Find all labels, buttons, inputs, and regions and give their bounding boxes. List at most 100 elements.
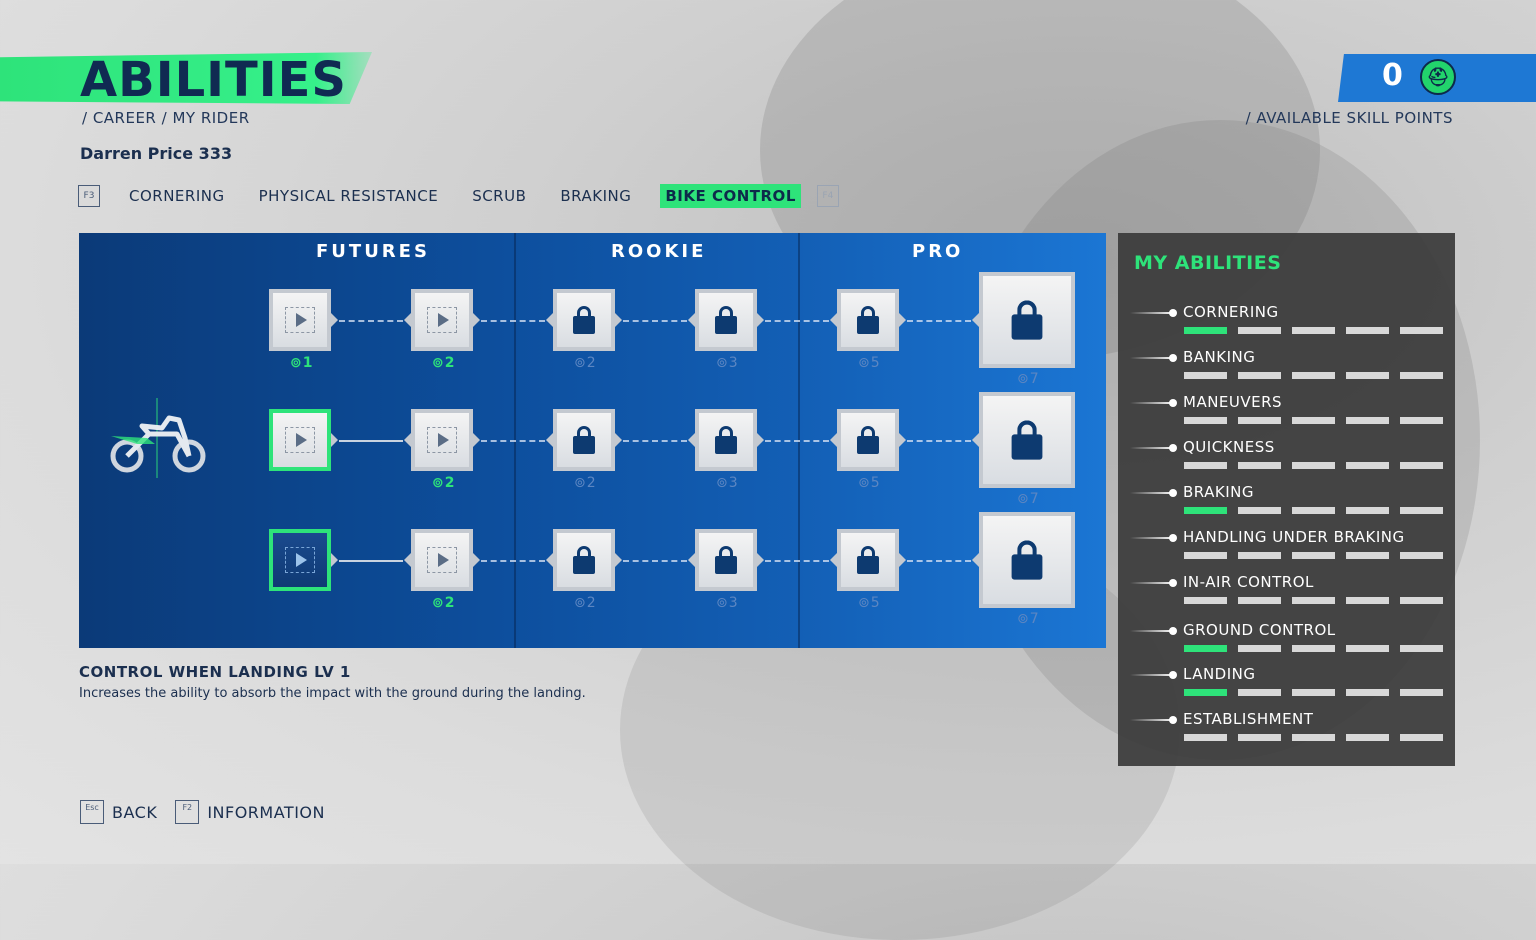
ability-label: LANDING	[1183, 665, 1256, 683]
tree-link	[623, 440, 687, 442]
level-segment	[1184, 645, 1227, 652]
bullet-icon	[1130, 489, 1177, 497]
tree-link	[765, 560, 829, 562]
ability-row: BANKING	[1130, 348, 1450, 388]
ability-level-bar	[1184, 689, 1443, 696]
skill-node-r2-c3[interactable]	[546, 409, 622, 471]
skill-point-icon: ⊚	[574, 595, 587, 611]
skill-node-r3-c5[interactable]	[830, 529, 906, 591]
level-segment	[1184, 507, 1227, 514]
bullet-icon	[1130, 579, 1177, 587]
skill-node-r2-c6[interactable]	[972, 392, 1075, 488]
skill-node-r3-c1[interactable]	[269, 529, 338, 591]
skill-point-icon: ⊚	[858, 355, 871, 371]
level-segment	[1400, 327, 1443, 334]
skill-node-r1-c2[interactable]	[404, 289, 480, 351]
level-segment	[1346, 507, 1389, 514]
skill-node-r3-c6[interactable]	[972, 512, 1075, 608]
back-button[interactable]: BACK	[112, 802, 158, 822]
skill-point-icon: ⊚	[574, 355, 587, 371]
skill-point-icon: ⊚	[290, 355, 303, 371]
level-segment	[1292, 734, 1335, 741]
skill-cost: ⊚2	[574, 475, 597, 491]
level-segment	[1400, 734, 1443, 741]
tab-scrub[interactable]: SCRUB	[472, 187, 527, 205]
skill-node-r1-c3[interactable]	[546, 289, 622, 351]
skill-node-r3-c2[interactable]	[404, 529, 480, 591]
ability-row: QUICKNESS	[1130, 438, 1450, 478]
selected-ability-title: CONTROL WHEN LANDING LV 1	[79, 663, 351, 681]
prev-tab-key[interactable]: F3	[78, 185, 100, 207]
information-button[interactable]: INFORMATION	[207, 802, 325, 822]
f2-key[interactable]: F2	[175, 800, 200, 824]
skill-cost: ⊚2	[432, 475, 456, 491]
skill-point-icon: ⊚	[1017, 611, 1030, 627]
skill-point-icon: ⊚	[716, 355, 729, 371]
footer-controls: Esc BACK F2 INFORMATION	[80, 800, 343, 824]
lock-icon	[715, 426, 737, 454]
lock-icon	[1011, 300, 1043, 340]
skill-point-icon: ⊚	[432, 355, 445, 371]
skill-node-r1-c5[interactable]	[830, 289, 906, 351]
next-tab-key[interactable]: F4	[816, 185, 839, 207]
tab-physical-resistance[interactable]: PHYSICAL RESISTANCE	[258, 187, 439, 205]
skill-cost: ⊚5	[858, 355, 881, 371]
helmet-icon: ⛑	[1420, 59, 1456, 95]
ability-level-bar	[1184, 597, 1443, 604]
lock-icon	[1011, 540, 1043, 580]
lock-icon	[857, 306, 879, 334]
ability-row: ESTABLISHMENT	[1130, 710, 1450, 750]
skill-cost: ⊚2	[432, 355, 456, 371]
lock-icon	[573, 306, 595, 334]
skill-node-r1-c1[interactable]	[269, 289, 338, 351]
bullet-icon	[1130, 716, 1177, 724]
lock-icon	[715, 546, 737, 574]
lock-icon	[1011, 420, 1043, 460]
skill-node-r1-c4[interactable]	[688, 289, 764, 351]
skill-cost: ⊚1	[290, 355, 314, 371]
skill-node-r3-c3[interactable]	[546, 529, 622, 591]
landing-skill-icon	[285, 427, 315, 453]
skill-point-icon: ⊚	[716, 595, 729, 611]
ability-label: BANKING	[1183, 348, 1256, 366]
skill-point-icon: ⊚	[858, 595, 871, 611]
ability-row: MANEUVERS	[1130, 393, 1450, 433]
tab-braking[interactable]: BRAKING	[560, 187, 632, 205]
skill-point-icon: ⊚	[574, 475, 587, 491]
bullet-icon	[1130, 534, 1177, 542]
level-segment	[1346, 689, 1389, 696]
bullet-icon	[1130, 354, 1177, 362]
skill-node-r2-c4[interactable]	[688, 409, 764, 471]
level-segment	[1184, 417, 1227, 424]
skill-node-r2-c2[interactable]	[404, 409, 480, 471]
skill-node-r1-c6[interactable]	[972, 272, 1075, 368]
skill-cost: ⊚2	[574, 355, 597, 371]
bullet-icon	[1130, 627, 1177, 635]
bullet-icon	[1130, 309, 1177, 317]
ability-label: ESTABLISHMENT	[1183, 710, 1314, 728]
ability-row: LANDING	[1130, 665, 1450, 705]
esc-key[interactable]: Esc	[80, 800, 104, 824]
skill-cost: ⊚5	[858, 595, 881, 611]
level-segment	[1400, 689, 1443, 696]
tab-bike-control[interactable]: BIKE CONTROL	[660, 184, 801, 208]
skill-cost: ⊚7	[1017, 371, 1040, 387]
ability-row: IN-AIR CONTROL	[1130, 573, 1450, 613]
skill-node-r2-c5[interactable]	[830, 409, 906, 471]
skill-node-r3-c4[interactable]	[688, 529, 764, 591]
skill-points-value: 0	[1382, 58, 1403, 93]
motocross-bike-icon	[110, 398, 206, 478]
landing-skill-icon	[427, 547, 457, 573]
level-segment	[1400, 552, 1443, 559]
ability-level-bar	[1184, 645, 1443, 652]
level-segment	[1184, 372, 1227, 379]
ability-level-bar	[1184, 417, 1443, 424]
ability-level-bar	[1184, 372, 1443, 379]
level-segment	[1238, 417, 1281, 424]
tab-cornering[interactable]: CORNERING	[129, 187, 225, 205]
skill-points-label: / AVAILABLE SKILL POINTS	[1245, 109, 1453, 127]
skill-node-r2-c1[interactable]	[269, 409, 338, 471]
lock-icon	[573, 546, 595, 574]
skill-point-icon: ⊚	[1017, 491, 1030, 507]
